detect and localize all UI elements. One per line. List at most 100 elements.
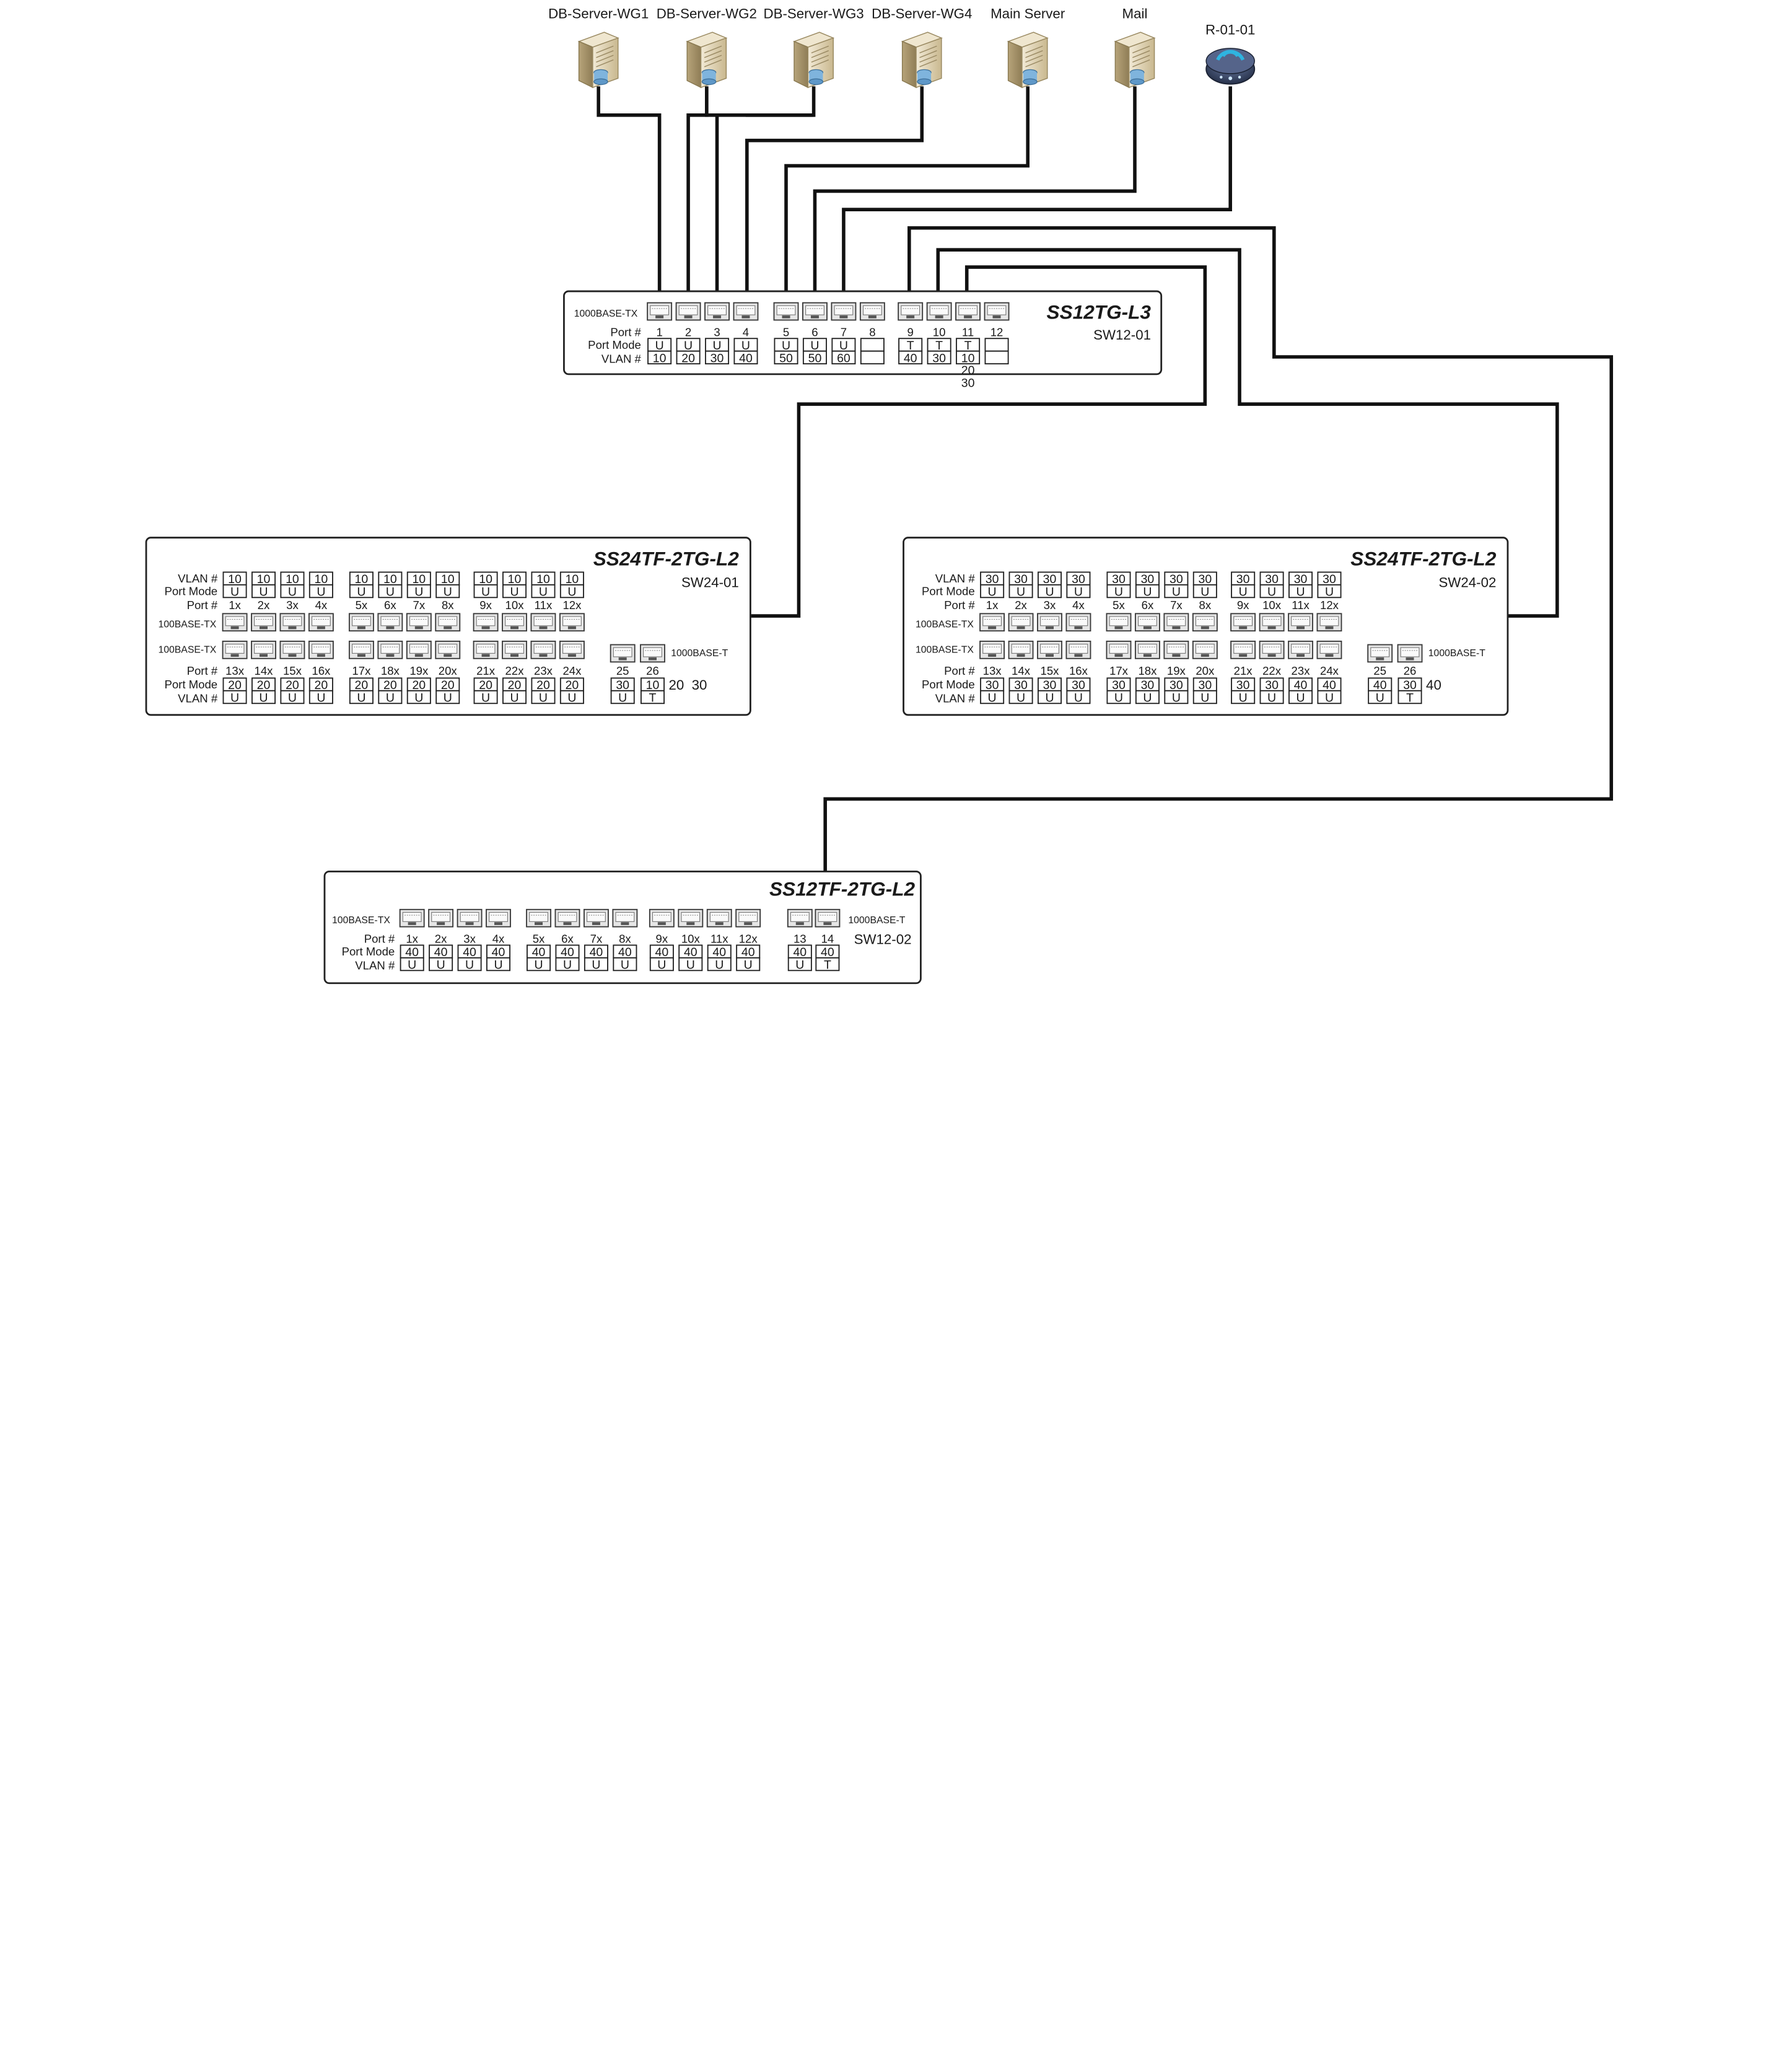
port-mode-cell-text: U bbox=[712, 339, 721, 353]
port-vlan-cell-text: 10 bbox=[315, 573, 328, 586]
port-vlan-cell: 10 bbox=[640, 677, 665, 692]
port-vlan-cell-text: 30 bbox=[1198, 573, 1212, 586]
port-vlan-cell: 10 bbox=[308, 571, 333, 586]
port-vlan-cell-text: 40 bbox=[712, 946, 726, 959]
port-vlan-cell-text: 10 bbox=[228, 573, 242, 586]
port-mode-cell: U bbox=[222, 690, 247, 705]
port-mode-cell: U bbox=[531, 584, 556, 599]
port-vlan-cell-text: 20 bbox=[412, 678, 426, 692]
port-vlan-cell: 10 bbox=[280, 571, 305, 586]
port-vlan-cell-text: 30 bbox=[1170, 573, 1183, 586]
port-number: 16x bbox=[312, 664, 331, 677]
port-vlan-cell: 30 bbox=[1288, 571, 1313, 586]
port-mode-cell: U bbox=[378, 584, 403, 599]
port-mode-cell: U bbox=[1066, 690, 1091, 705]
port-vlan-cell-text: 30 bbox=[1265, 678, 1279, 692]
port-number: 16x bbox=[1069, 664, 1088, 677]
port-vlan-cell-text: 30 bbox=[986, 573, 999, 586]
port-mode-cell: U bbox=[774, 338, 798, 353]
ethernet-port bbox=[802, 302, 828, 321]
port-vlan-cell-text: 40 bbox=[618, 946, 632, 959]
ethernet-port bbox=[559, 613, 585, 632]
port-vlan-cell: 30 bbox=[1066, 571, 1091, 586]
ethernet-port bbox=[559, 640, 585, 659]
ethernet-port bbox=[457, 908, 483, 928]
port-vlan-cell-text: 30 bbox=[932, 351, 946, 365]
ethernet-port bbox=[486, 908, 511, 928]
port-mode-cell: U bbox=[1164, 584, 1189, 599]
port-mode-cell-text: U bbox=[810, 339, 819, 353]
port-mode-cell-text: U bbox=[684, 339, 693, 353]
port-number: 8 bbox=[869, 326, 875, 339]
ethernet-port bbox=[859, 302, 885, 321]
host-h-wg3: DB-Server-WG3 bbox=[764, 6, 864, 89]
ethernet-port bbox=[279, 640, 305, 659]
port-mode-cell: U bbox=[647, 338, 672, 353]
port-vlan-cell-text: 40 bbox=[684, 946, 697, 959]
port-vlan-cell-text: 20 bbox=[536, 678, 550, 692]
port-vlan-cell-text: 40 bbox=[655, 946, 668, 959]
port-vlan-cell: 20 bbox=[251, 677, 276, 692]
port-vlan-cell: 20 bbox=[435, 677, 460, 692]
port-mode-cell: U bbox=[1317, 690, 1342, 705]
port-mode-cell-text: U bbox=[1239, 691, 1248, 705]
port-vlan-cell-text: 40 bbox=[463, 946, 476, 959]
ethernet-port bbox=[1134, 613, 1160, 632]
port-number: 14x bbox=[1012, 664, 1031, 677]
port-mode-cell-text: U bbox=[567, 691, 576, 705]
port-mode-cell-text: U bbox=[1200, 691, 1209, 705]
port-mode-cell-text: U bbox=[563, 959, 572, 972]
cable-link bbox=[717, 86, 816, 117]
vlan-row-label: VLAN # bbox=[178, 572, 218, 585]
ethernet-port bbox=[435, 640, 461, 659]
port-number: 13 bbox=[794, 933, 807, 946]
port-number: 3x bbox=[1044, 599, 1056, 612]
ethernet-port bbox=[377, 640, 403, 659]
port-vlan-cell-text: 30 bbox=[1170, 678, 1183, 692]
port-number: 5x bbox=[1113, 599, 1125, 612]
port-vlan-cell: 20 bbox=[559, 677, 584, 692]
port-vlan-cell: 30 bbox=[980, 677, 1005, 692]
port-number: 5x bbox=[533, 933, 545, 946]
ethernet-port bbox=[1037, 613, 1062, 632]
port-vlan-cell: 40 bbox=[707, 944, 732, 959]
port-vlan-cell-text: 10 bbox=[646, 678, 660, 692]
port-mode-cell-text: U bbox=[317, 691, 325, 705]
port-mode-cell-text: U bbox=[539, 691, 548, 705]
ethernet-port bbox=[704, 302, 730, 321]
switch-model: SS24TF-2TG-L2 bbox=[593, 547, 740, 569]
port-mode-cell: U bbox=[1317, 584, 1342, 599]
port-number: 11x bbox=[711, 933, 728, 946]
ethernet-port bbox=[1037, 640, 1062, 659]
port-vlan-cell-text: 20 bbox=[257, 678, 271, 692]
port-mode-cell: T bbox=[815, 957, 840, 972]
cable-link bbox=[784, 86, 1030, 303]
port-vlan-cell-text: 20 bbox=[566, 678, 579, 692]
port-mode-cell: U bbox=[457, 957, 482, 972]
port-vlan-cell: 40 bbox=[678, 944, 703, 959]
port-mode-cell: U bbox=[251, 690, 276, 705]
port-vlan-cell: 40 bbox=[733, 350, 758, 365]
ethernet-port bbox=[612, 908, 638, 928]
port-number: 13x bbox=[225, 664, 245, 677]
port-mode-cell-text: U bbox=[1239, 586, 1248, 599]
ethernet-port bbox=[1106, 613, 1132, 632]
port-vlan-cell-text: 10 bbox=[412, 573, 426, 586]
port-mode-cell-text: U bbox=[782, 339, 790, 353]
port-vlan-cell-text: 40 bbox=[532, 946, 546, 959]
port-vlan-cell: 40 bbox=[486, 944, 511, 959]
port-vlan-cell-text: 30 bbox=[1112, 573, 1126, 586]
port-mode-cell: U bbox=[1164, 690, 1189, 705]
port-mode-cell: U bbox=[1037, 690, 1062, 705]
port-mode-cell-text: U bbox=[657, 959, 666, 972]
port-vlan-cell: 10 bbox=[502, 571, 527, 586]
port-number: 21x bbox=[1234, 664, 1253, 677]
ethernet-port bbox=[1259, 613, 1285, 632]
uplink-port bbox=[1397, 644, 1423, 663]
port-mode-cell-text: U bbox=[1045, 691, 1054, 705]
port-number: 14 bbox=[821, 933, 834, 946]
port-mode-cell: U bbox=[349, 690, 374, 705]
port-vlan-cell: 40 bbox=[527, 944, 551, 959]
port-vlan-cell: 40 bbox=[1317, 677, 1342, 692]
port-mode-cell-text: U bbox=[510, 691, 518, 705]
